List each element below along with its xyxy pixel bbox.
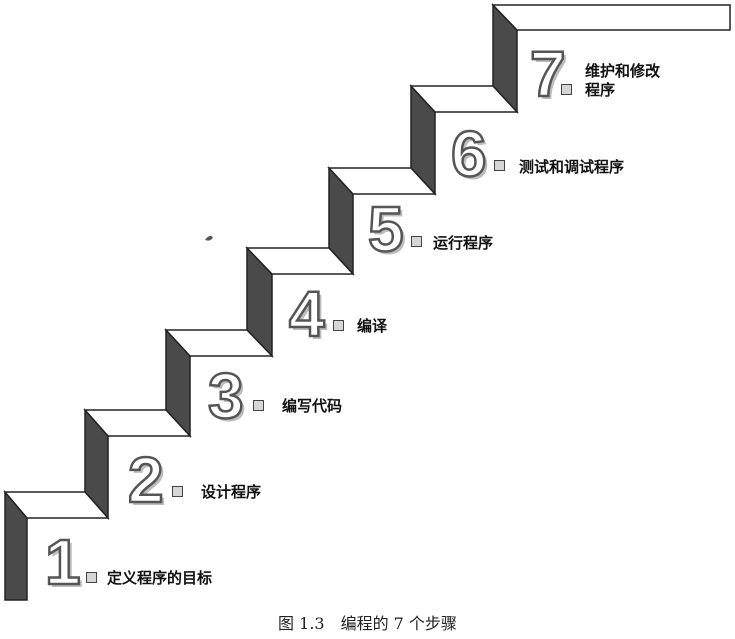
stair-treads	[3, 4, 731, 519]
step-6-marker	[494, 160, 505, 171]
step-2-label: 设计程序	[201, 483, 262, 501]
tread-5	[327, 167, 437, 195]
step-4-label: 编译	[357, 317, 388, 335]
tread-2	[83, 409, 192, 437]
step-6-label: 测试和调试程序	[519, 158, 625, 176]
step-5-marker	[411, 236, 422, 247]
step-6-number: 6	[450, 118, 488, 190]
step-3-marker	[253, 400, 264, 411]
step-2-marker	[172, 486, 183, 497]
step-7-marker	[561, 84, 572, 95]
step-4-marker	[333, 320, 344, 331]
tread-4	[245, 247, 355, 275]
step-4-number: 4	[288, 278, 326, 350]
step-7-number: 7	[529, 38, 567, 110]
step-3-label: 编写代码	[282, 397, 343, 415]
step-7-label: 维护和修改程序	[585, 62, 661, 99]
tread-7	[491, 4, 731, 31]
step-5-label: 运行程序	[433, 234, 494, 252]
tread-6	[409, 85, 519, 113]
figure-caption: 图 1.3 编程的 7 个步骤	[278, 614, 457, 633]
stray-mark	[205, 236, 213, 241]
step-1-number: 1	[44, 526, 82, 598]
step-3-number: 3	[207, 360, 245, 432]
tread-3	[164, 329, 274, 357]
step-1-marker	[86, 572, 97, 583]
tread-1	[3, 491, 110, 519]
step-5-number: 5	[367, 193, 405, 265]
step-2-number: 2	[127, 444, 165, 516]
step-1-label: 定义程序的目标	[107, 569, 213, 587]
